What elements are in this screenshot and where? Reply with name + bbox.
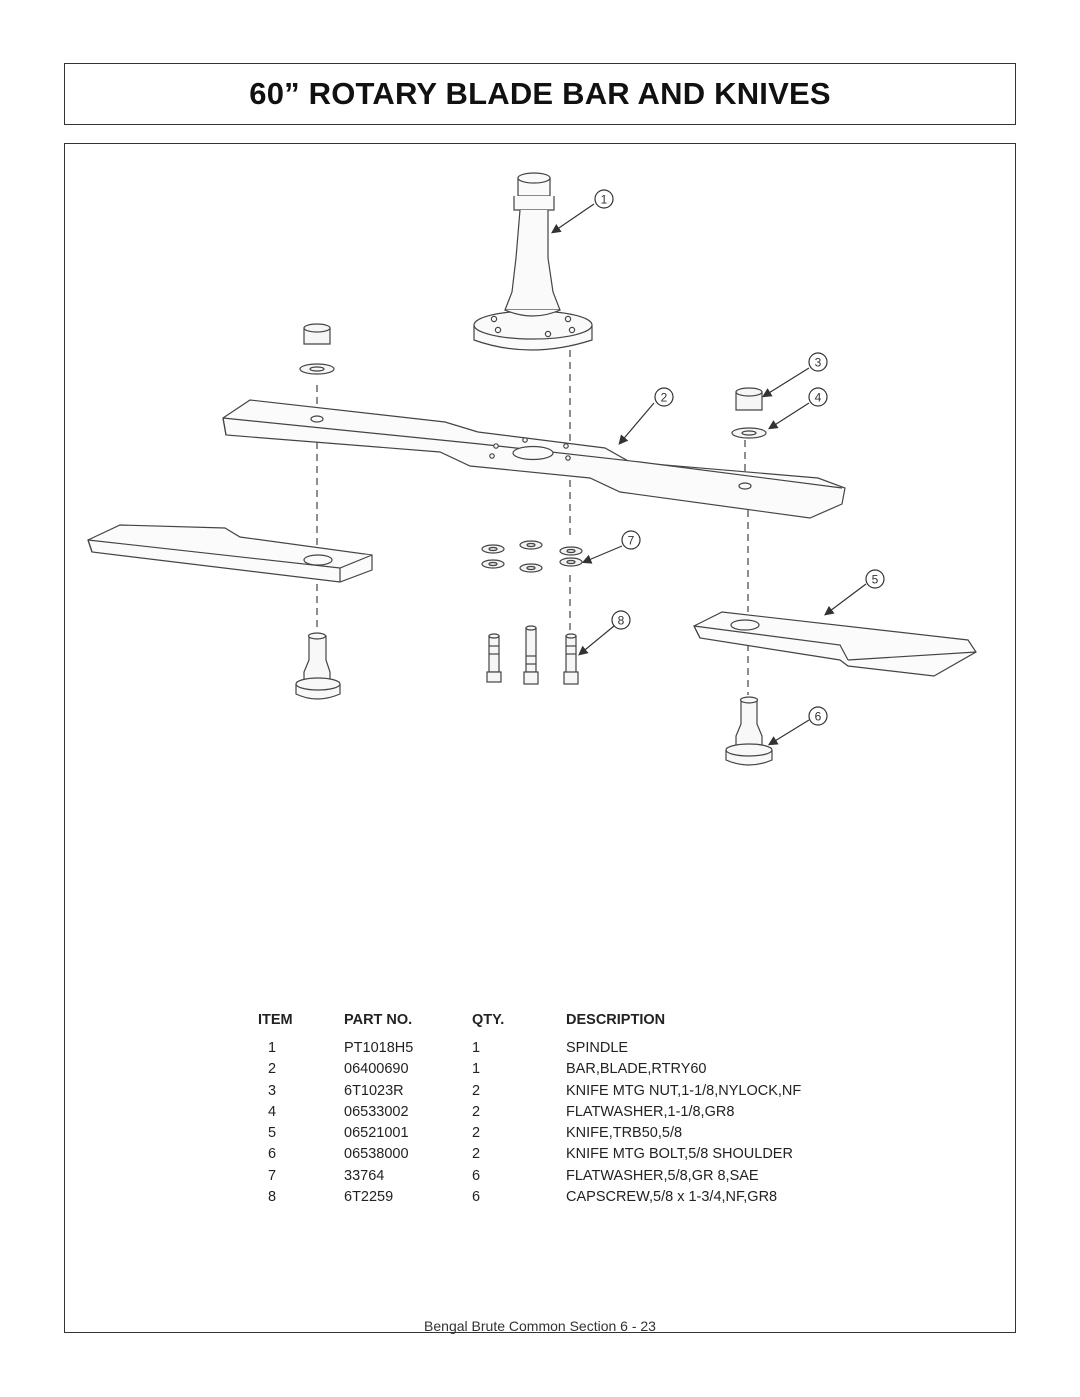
parts-table: ITEM PART NO. QTY. DESCRIPTION 1 PT1018H… xyxy=(258,1012,886,1208)
svg-text:3: 3 xyxy=(815,356,822,370)
capscrews-part xyxy=(486,625,579,685)
cell-description: CAPSCREW,5/8 x 1-3/4,NF,GR8 xyxy=(566,1189,778,1206)
cell-qty: 1 xyxy=(472,1040,481,1056)
svg-text:1: 1 xyxy=(601,193,608,207)
cell-item: 1 xyxy=(268,1040,277,1056)
svg-text:5: 5 xyxy=(872,573,879,587)
page-title: 60” ROTARY BLADE BAR AND KNIVES xyxy=(249,76,831,111)
cell-item: 7 xyxy=(268,1167,277,1184)
spindle-part xyxy=(473,172,593,351)
cell-part-no: 06400690 xyxy=(344,1061,409,1078)
page-footer: Bengal Brute Common Section 6 - 23 xyxy=(424,1318,656,1334)
cell-qty: 2 xyxy=(472,1125,481,1142)
header-part-no: PART NO. xyxy=(344,1012,413,1028)
svg-text:8: 8 xyxy=(618,614,625,628)
cell-item: 3 xyxy=(268,1082,277,1099)
callout-6: 6 xyxy=(808,706,828,726)
callout-4: 4 xyxy=(808,387,828,407)
callout-8: 8 xyxy=(611,610,631,630)
cell-part-no: 06533002 xyxy=(344,1103,409,1120)
svg-text:2: 2 xyxy=(661,391,668,405)
parts-table-header: ITEM PART NO. QTY. DESCRIPTION xyxy=(258,1012,886,1038)
cell-item: 6 xyxy=(268,1146,277,1163)
cell-qty: 1 xyxy=(472,1061,481,1078)
left-knife-bolt-part xyxy=(295,632,341,700)
cell-qty: 2 xyxy=(472,1082,481,1099)
table-row: 8 6T2259 6 CAPSCREW,5/8 x 1-3/4,NF,GR8 xyxy=(258,1187,886,1208)
diagram-frame xyxy=(64,143,1016,1333)
assembly-lines xyxy=(316,350,749,695)
cell-qty: 2 xyxy=(472,1103,481,1120)
left-nut-washer xyxy=(299,323,335,375)
cell-item: 2 xyxy=(268,1061,277,1078)
table-row: 4 06533002 2 FLATWASHER,1-1/8,GR8 xyxy=(258,1102,886,1123)
left-knife-part xyxy=(87,524,373,583)
blade-bar-part xyxy=(222,399,846,519)
title-box: 60” ROTARY BLADE BAR AND KNIVES xyxy=(64,63,1016,125)
table-row: 6 06538000 2 KNIFE MTG BOLT,5/8 SHOULDER xyxy=(258,1144,886,1165)
callout-2: 2 xyxy=(654,387,674,407)
svg-text:7: 7 xyxy=(628,534,635,548)
callout-leaders xyxy=(551,203,867,746)
callout-3: 3 xyxy=(808,352,828,372)
table-row: 5 06521001 2 KNIFE,TRB50,5/8 xyxy=(258,1123,886,1144)
cell-description: KNIFE MTG BOLT,5/8 SHOULDER xyxy=(566,1146,793,1163)
header-qty: QTY. xyxy=(472,1012,505,1028)
cell-description: SPINDLE xyxy=(566,1040,629,1056)
cell-description: BAR,BLADE,RTRY60 xyxy=(566,1061,707,1078)
table-row: 1 PT1018H5 1 SPINDLE xyxy=(258,1038,886,1059)
cell-qty: 6 xyxy=(472,1189,481,1206)
cell-description: FLATWASHER,1-1/8,GR8 xyxy=(566,1103,735,1120)
cell-part-no: 06521001 xyxy=(344,1125,409,1142)
cell-qty: 2 xyxy=(472,1146,481,1163)
callout-1: 1 xyxy=(594,189,614,209)
cell-description: KNIFE MTG NUT,1-1/8,NYLOCK,NF xyxy=(566,1082,802,1099)
cell-part-no: 6T1023R xyxy=(344,1082,404,1099)
cell-description: FLATWASHER,5/8,GR 8,SAE xyxy=(566,1167,759,1184)
right-knife-bolt-part xyxy=(725,696,773,766)
callout-7: 7 xyxy=(621,530,641,550)
header-item: ITEM xyxy=(258,1012,293,1028)
callout-markers: 1 2 3 4 5 6 7 8 xyxy=(594,189,885,726)
cell-item: 4 xyxy=(268,1103,277,1120)
table-row: 7 33764 6 FLATWASHER,5/8,GR 8,SAE xyxy=(258,1166,886,1187)
table-row: 3 6T1023R 2 KNIFE MTG NUT,1-1/8,NYLOCK,N… xyxy=(258,1081,886,1102)
flatwashers-part xyxy=(481,540,583,573)
callout-5: 5 xyxy=(865,569,885,589)
cell-part-no: 33764 xyxy=(344,1167,385,1184)
right-nut-washer xyxy=(731,387,767,439)
cell-part-no: 6T2259 xyxy=(344,1189,394,1206)
cell-description: KNIFE,TRB50,5/8 xyxy=(566,1125,683,1142)
cell-item: 8 xyxy=(268,1189,277,1206)
right-knife-part xyxy=(693,611,977,677)
svg-text:4: 4 xyxy=(815,391,822,405)
cell-part-no: PT1018H5 xyxy=(344,1040,414,1056)
cell-item: 5 xyxy=(268,1125,277,1142)
header-description: DESCRIPTION xyxy=(566,1012,666,1028)
table-row: 2 06400690 1 BAR,BLADE,RTRY60 xyxy=(258,1059,886,1080)
cell-part-no: 06538000 xyxy=(344,1146,409,1163)
cell-qty: 6 xyxy=(472,1167,481,1184)
svg-text:6: 6 xyxy=(815,710,822,724)
